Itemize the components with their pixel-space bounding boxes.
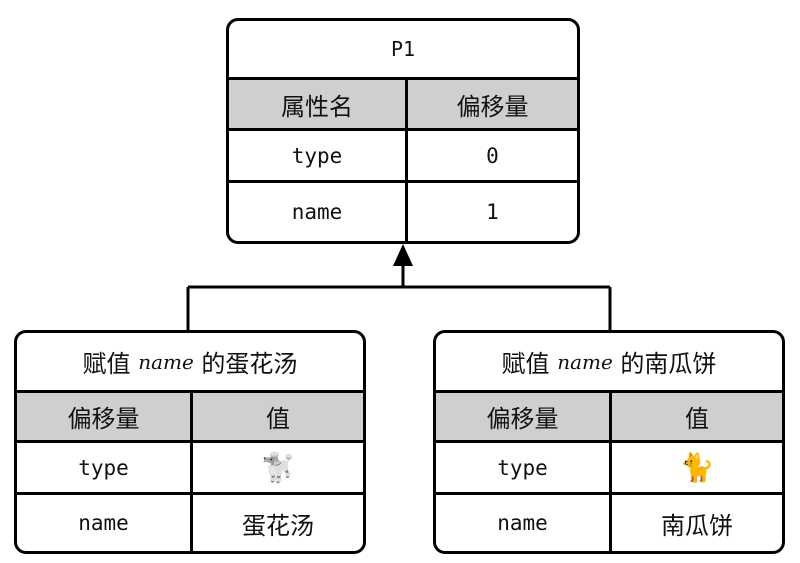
title-suffix: 的南瓜饼 — [612, 350, 717, 378]
right-child-box: 赋值 name 的南瓜饼 偏移量 值 type 🐈 name 南瓜饼 — [433, 330, 785, 554]
right-row-type: type 🐈 — [436, 443, 782, 495]
left-row-type: type 🐩 — [17, 443, 363, 495]
left-cell-value: 蛋花汤 — [190, 495, 363, 551]
left-row-name: name 蛋花汤 — [17, 495, 363, 551]
poodle-icon: 🐩 — [190, 443, 363, 492]
right-row-name: name 南瓜饼 — [436, 495, 782, 551]
right-child-title: 赋值 name 的南瓜饼 — [436, 333, 782, 393]
title-script: name — [138, 349, 194, 374]
left-cell-key: type — [78, 455, 129, 480]
title-prefix: 赋值 — [82, 350, 139, 378]
parent-row-type: type 0 — [229, 131, 577, 183]
title-script: name — [557, 349, 613, 374]
header-cell-offset: 偏移量 — [486, 405, 559, 433]
parent-cell-offset: 1 — [405, 183, 577, 241]
parent-cell-offset: 0 — [405, 131, 577, 180]
left-child-box: 赋值 name 的蛋花汤 偏移量 值 type 🐩 name 蛋花汤 — [14, 330, 366, 554]
cat-icon: 🐈 — [609, 443, 782, 492]
parent-class-box: P1 属性名 偏移量 type 0 name 1 — [226, 18, 580, 244]
parent-cell-key: type — [291, 143, 343, 168]
header-cell-value: 值 — [609, 393, 782, 440]
title-prefix: 赋值 — [501, 350, 558, 378]
header-cell-offset: 偏移量 — [67, 405, 140, 433]
left-cell-key: name — [78, 511, 129, 535]
parent-cell-key: name — [291, 200, 343, 224]
header-cell-offset: 偏移量 — [405, 80, 577, 128]
title-suffix: 的蛋花汤 — [193, 350, 298, 378]
parent-header-row: 属性名 偏移量 — [229, 80, 577, 131]
right-cell-value: 南瓜饼 — [609, 495, 782, 551]
parent-title: P1 — [229, 21, 577, 80]
inheritance-arrowhead — [393, 244, 413, 266]
header-cell-value: 值 — [190, 393, 363, 440]
right-header-row: 偏移量 值 — [436, 393, 782, 443]
right-cell-key: type — [497, 455, 548, 480]
right-cell-key: name — [497, 511, 548, 535]
left-header-row: 偏移量 值 — [17, 393, 363, 443]
parent-row-name: name 1 — [229, 183, 577, 241]
left-child-title: 赋值 name 的蛋花汤 — [17, 333, 363, 393]
header-cell-attribute-name: 属性名 — [281, 92, 353, 121]
